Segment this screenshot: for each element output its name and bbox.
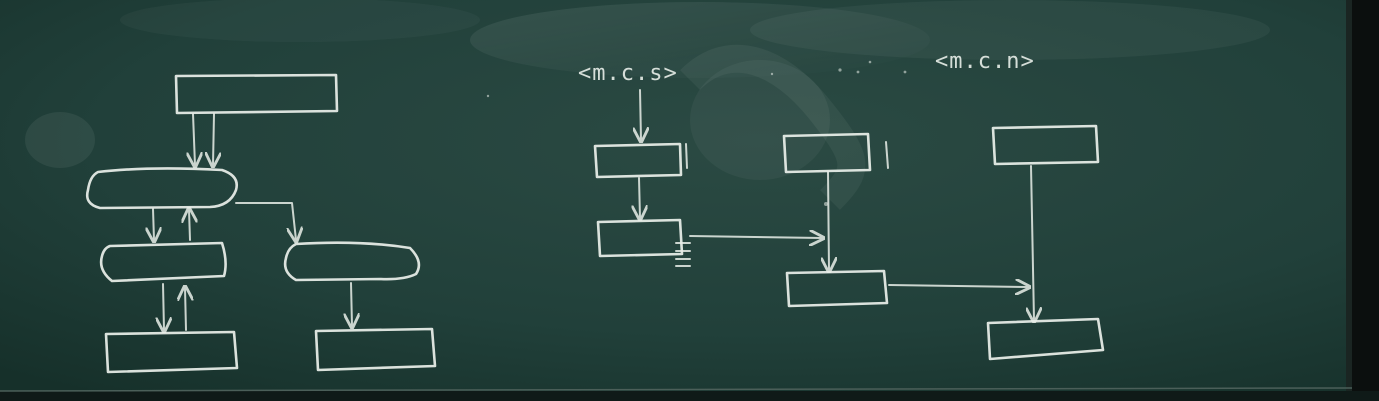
center-box-top (782, 132, 872, 174)
right-diagram: <m.c.n> (935, 49, 1105, 361)
middle-box-bottom (596, 218, 684, 258)
center-box-bottom (785, 269, 889, 308)
center-diagram (782, 132, 1028, 308)
chalk-dust (486, 60, 907, 206)
tree-node-middle (85, 167, 238, 210)
tree-leaf-left (104, 330, 239, 374)
tree-leaf-right (314, 327, 437, 372)
tree-diagram (85, 73, 437, 374)
middle-box-top (593, 142, 683, 179)
middle-diagram: <m.c.s> (578, 61, 822, 267)
tree-node-lower-right (283, 241, 421, 282)
label-m-c-n: <m.c.n> (935, 49, 1035, 74)
right-box-top (991, 124, 1100, 166)
eraser-smudges (25, 0, 1270, 210)
right-box-bottom (986, 317, 1105, 361)
tree-node-lower-left (99, 241, 227, 283)
board-ledge (0, 391, 1379, 401)
board-frame-right (1352, 0, 1379, 401)
label-m-c-s: <m.c.s> (578, 61, 678, 86)
tree-root-box (174, 73, 339, 115)
